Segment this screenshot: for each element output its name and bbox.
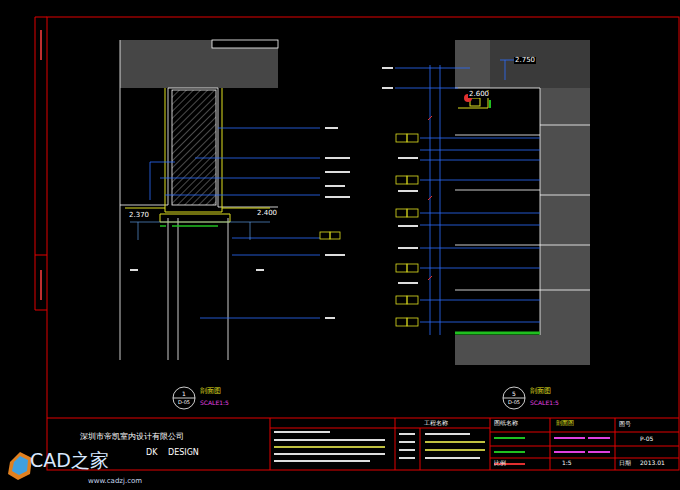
drawing-label: 2.400 xyxy=(256,210,278,217)
section-title: 剖面图 xyxy=(200,388,221,395)
drawing-label: 2.370 xyxy=(128,212,150,219)
illegible-text-marks xyxy=(41,30,610,464)
section-title: SCALE1:5 xyxy=(200,400,229,406)
drawing-label: 工程名称 xyxy=(424,420,448,426)
drawing-label: DESIGN xyxy=(168,449,199,457)
sheet-frame xyxy=(35,17,679,470)
section-title: 剖面图 xyxy=(530,388,551,395)
section-circle xyxy=(172,386,196,410)
drawing-label: 深圳市帝凯室内设计有限公司 xyxy=(80,433,184,441)
drawing-label: DK xyxy=(146,449,157,457)
section-circle xyxy=(502,386,526,410)
section-code: 5 xyxy=(512,391,516,397)
section-code: D-05 xyxy=(178,400,190,405)
right-section-detail xyxy=(382,40,590,365)
drawing-label: 2.750 xyxy=(514,57,536,64)
watermark-icon xyxy=(8,452,32,480)
drawing-label: 日期 xyxy=(619,460,631,466)
drawing-label: 1:5 xyxy=(562,460,572,466)
drawing-label: 图纸名称 xyxy=(494,420,518,426)
drawing-label: 图号 xyxy=(619,421,631,427)
drawing-label: CAD之家 xyxy=(30,451,109,470)
drawing-label: 剖面图 xyxy=(556,420,574,426)
drawing-label: 比例 xyxy=(494,460,506,466)
left-section-detail xyxy=(120,40,350,360)
section-symbol: 1D-05剖面图SCALE1:5 xyxy=(172,386,196,410)
section-symbol: 5D-05剖面图SCALE1:5 xyxy=(502,386,526,410)
section-code: 1 xyxy=(182,391,186,397)
drawing-label: www.cadzj.com xyxy=(88,478,142,485)
drawing-label: 2.600 xyxy=(468,91,490,98)
drawing-label: 2013.01 xyxy=(640,460,665,466)
section-code: D-05 xyxy=(508,400,520,405)
drawing-label: P-05 xyxy=(640,436,653,442)
section-title: SCALE1:5 xyxy=(530,400,559,406)
